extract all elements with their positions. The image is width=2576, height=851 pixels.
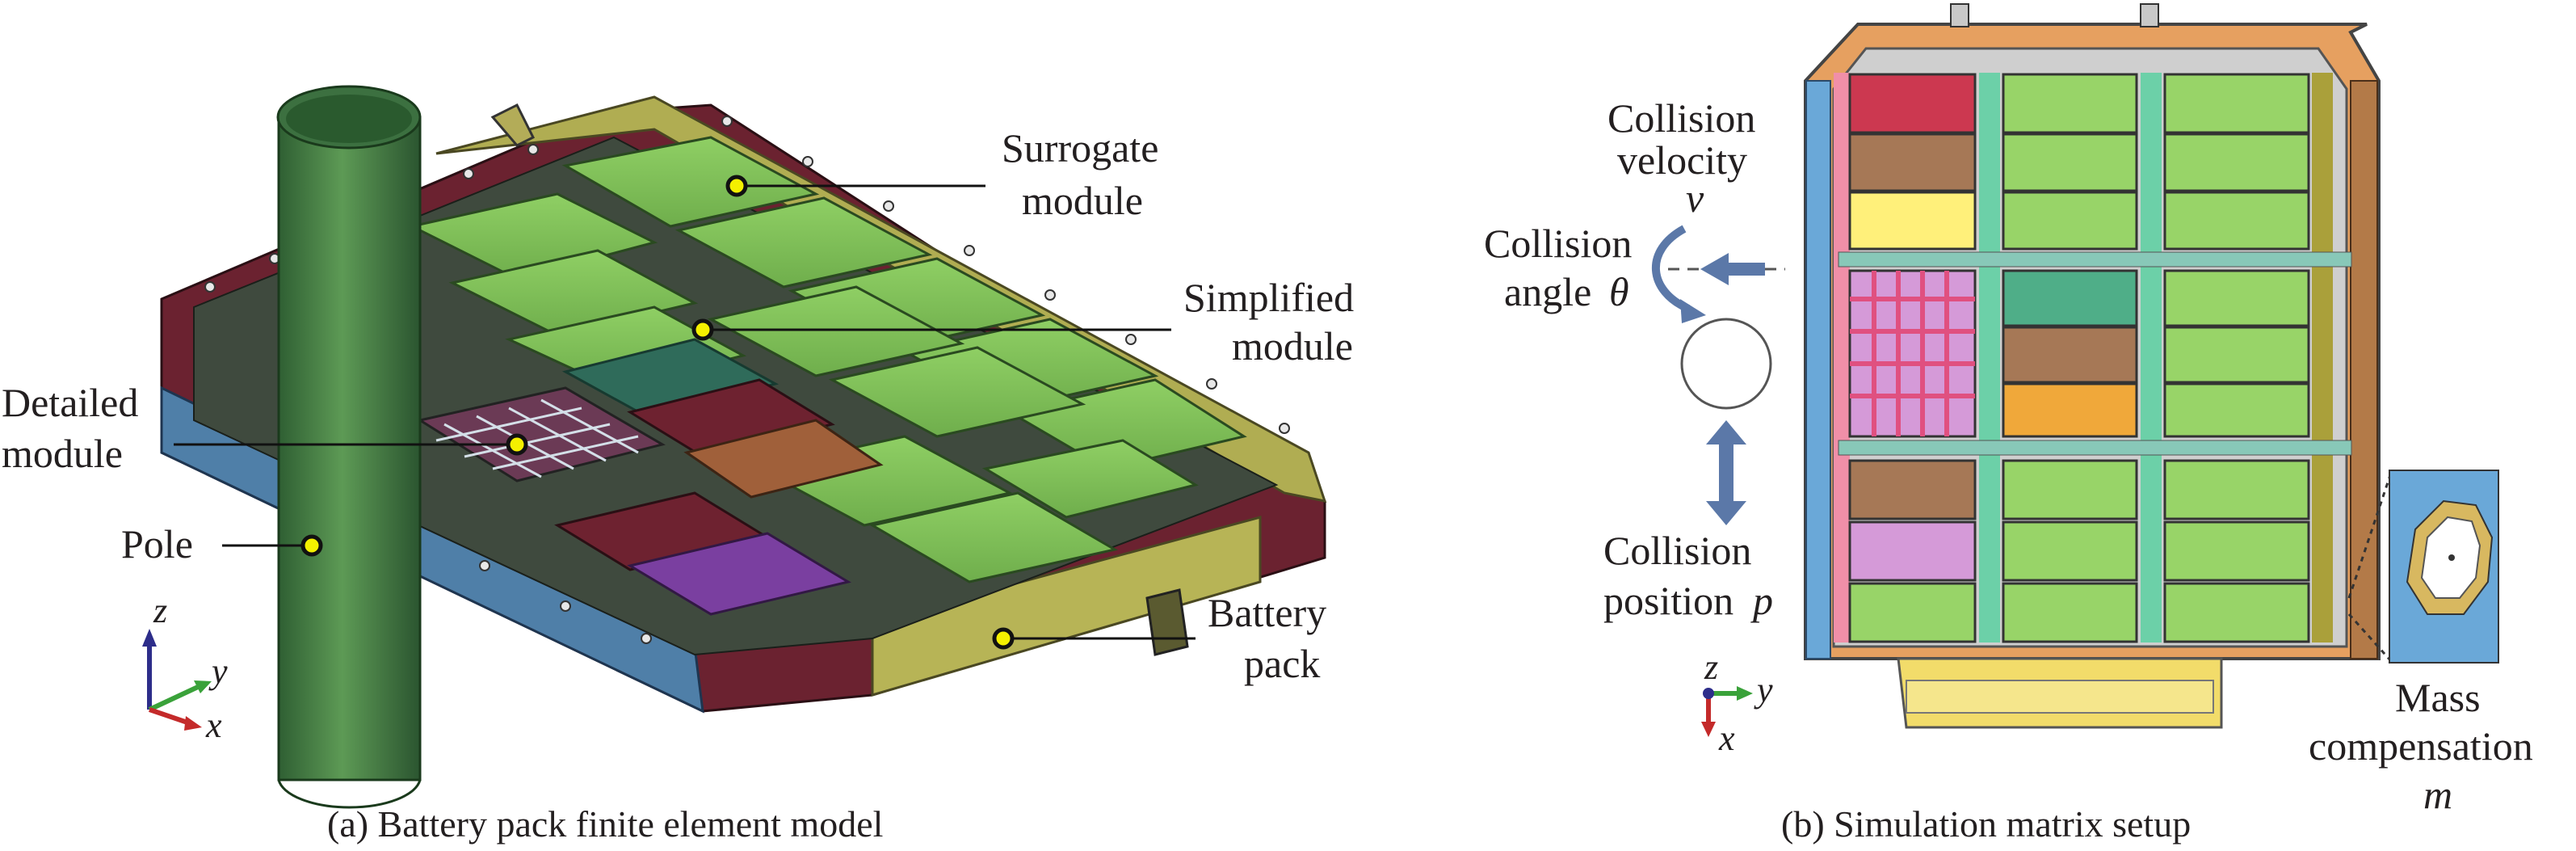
module-cell [1848,459,1977,520]
module-cell [1848,133,1977,192]
module-cell [2002,459,2138,520]
detailed-module [417,386,666,482]
label-battery-line1: Battery [1208,590,1326,635]
module-cell [2163,326,2310,384]
caption-panel-b: (b) Simulation matrix setup [1781,803,2191,845]
angle-arrow [1651,225,1691,313]
angle-arrow-head [1680,299,1706,323]
mounting-bracket [490,103,536,147]
pack-bottom-plate [1906,680,2214,714]
module-cell [2002,520,2138,582]
label-simplified-line1: Simplified [1183,275,1354,320]
simplified-modules [554,338,884,616]
axis-b-z: z [1704,647,1718,687]
label-battery-line2: pack [1244,641,1320,686]
marker-pole [300,534,323,557]
module-cell [2163,582,2310,643]
module-cell [2163,133,2310,192]
module-block [674,196,933,289]
module-cell [2002,382,2138,438]
label-position-symbol: p [1750,578,1773,623]
module-block [981,439,1199,519]
axis-triad-b: z y x [1701,647,1773,758]
separator-strips [1834,73,2352,642]
pole-body [277,116,422,781]
axis-b-x: x [1718,718,1735,758]
mass-compensation-inset [2347,470,2499,664]
module-block [561,136,820,228]
module-block [627,532,851,616]
label-mass-line1: Mass [2395,675,2481,720]
module-cell [2163,520,2310,582]
module-cell [2002,191,2138,251]
module-block [683,419,884,499]
label-velocity-symbol: v [1686,175,1704,221]
pole-circle [1680,318,1772,410]
velocity-arrow [1700,253,1765,285]
module-cell [1848,582,1977,643]
label-mass-line2: compensation [2309,723,2533,769]
axis-a-z: z [153,591,167,630]
label-angle-symbol: θ [1609,269,1629,314]
label-velocity-line2: velocity [1617,137,1747,183]
panel-b-simulation-matrix: Collision velocity v Collision angle θ C… [1484,3,2533,845]
axis-b-y: y [1754,670,1773,710]
pole-bottom [277,779,422,809]
marker-simplified [691,318,714,341]
panel-a-leaders [174,175,1196,650]
axis-triad-a: z y x [142,591,228,745]
module-cell [2163,459,2310,520]
detailed-module-grid [1848,269,1977,438]
module-block [868,491,1119,583]
axis-a-x: x [205,706,222,745]
label-mass-symbol: m [2423,772,2452,817]
position-arrow [1706,420,1746,525]
module-cell [2002,133,2138,192]
top-bracket [1950,3,1969,27]
label-velocity-line1: Collision [1607,95,1755,141]
label-angle-line2: angle [1504,269,1591,314]
module-cell [2002,269,2138,327]
module-cell [1848,73,1977,134]
label-surrogate-line1: Surrogate [1002,125,1158,171]
top-bracket [2140,3,2159,27]
module-cell [2002,326,2138,384]
impact-pole [276,85,422,809]
left-side-rail [1805,80,1831,659]
marker-surrogate [725,175,748,197]
label-pole: Pole [121,521,193,567]
module-cell [2002,582,2138,643]
module-cell [1848,191,1977,251]
module-block [707,285,965,377]
surrogate-modules [408,136,1247,583]
pole-top-inner [286,95,412,143]
module-cell [2163,191,2310,251]
axis-a-y: y [208,651,228,691]
module-cell [1848,520,1977,582]
right-side-rail [2350,80,2378,659]
mounting-bracket [1145,588,1189,656]
label-detailed-line1: Detailed [2,380,138,425]
label-angle-line1: Collision [1484,221,1632,266]
battery-frame-front [871,516,1262,697]
module-cell [2163,382,2310,438]
label-position-line2: position [1603,578,1733,623]
label-surrogate-line2: module [1022,178,1143,223]
label-simplified-line2: module [1232,323,1353,369]
module-cell [2163,269,2310,327]
module-block [627,378,835,458]
marker-battery-pack [992,627,1015,650]
module-cell [2002,73,2138,134]
label-detailed-line2: module [2,431,123,476]
marker-detailed [506,433,528,456]
panel-a-battery-model: Surrogate module Simplified module Detai… [2,85,1354,845]
label-position-line1: Collision [1603,528,1751,573]
module-block [828,346,1086,438]
caption-panel-a: (a) Battery pack finite element model [327,803,883,845]
module-cell [2163,73,2310,134]
